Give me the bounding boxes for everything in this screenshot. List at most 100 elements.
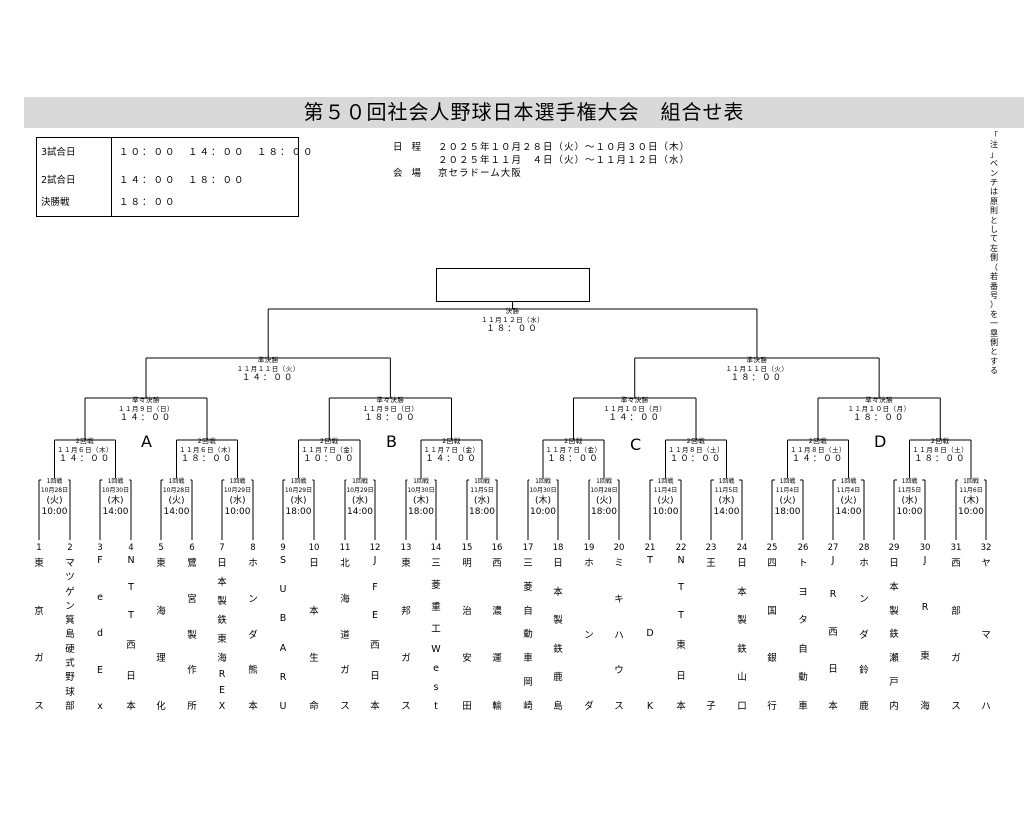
page-title: 第５０回社会人野球日本選手権大会 組合せ表	[303, 100, 745, 124]
round1-label-line: 1回戦	[535, 478, 551, 485]
team-number: 29	[888, 543, 900, 553]
dates-label: 日 程	[393, 142, 425, 153]
schedule-times: １８：００	[119, 197, 177, 208]
round2-label-line: 2回戦	[686, 437, 706, 445]
team-number: 26	[797, 543, 809, 553]
round2-label-line: １４：００	[425, 454, 478, 464]
team-name: 西濃運輸	[492, 558, 502, 712]
schedule-label: 3試合日	[41, 147, 76, 158]
final-label-line: 決勝	[505, 307, 520, 315]
schedule-label: 2試合日	[41, 175, 76, 186]
team-number: 21	[644, 543, 656, 553]
round1-label-line: 11月5日	[470, 486, 494, 494]
round1-label-line: 10:00	[896, 507, 923, 517]
team-number: 31	[950, 543, 962, 553]
event-info: 日 程 ２０２５年１０月２８日（火）～１０月３０日（木） ２０２５年１１月 ４日…	[393, 141, 690, 180]
team-number: 1	[36, 543, 42, 553]
schedule-label: 決勝戦	[41, 197, 70, 208]
team-number: 8	[250, 543, 256, 553]
venue-value: 京セラドーム大阪	[438, 168, 522, 179]
round1-label-line: (火)	[168, 496, 185, 506]
team-number: 25	[766, 543, 778, 553]
team-name: 四国銀行	[767, 558, 777, 712]
team-number: 17	[522, 543, 534, 553]
round1-label-line: 10:00	[530, 507, 556, 517]
round1-label-line: 1回戦	[46, 478, 63, 485]
round2-label-line: １０：００	[302, 454, 356, 464]
semifinal-label-line: １８：００	[730, 373, 784, 383]
team-number: 9	[280, 543, 286, 553]
round1-label-line: 18:00	[591, 507, 617, 517]
team-name: 王子	[706, 558, 716, 712]
round1-label-line: (火)	[46, 496, 63, 506]
team-number: 28	[858, 543, 870, 553]
round1-label-line: 14:00	[102, 507, 129, 517]
round1-label-line: 11月4日	[653, 486, 678, 494]
round1-label-line: 14:00	[835, 507, 862, 517]
dates-row-2: ２０２５年１１月 ４日（火）～１１月１２日（水）	[393, 154, 690, 167]
block-letter: A	[141, 432, 152, 451]
team-name: 東邦ガス	[401, 558, 411, 712]
round2-label-line: １８：００	[547, 454, 600, 464]
round1-label-line: 14:00	[347, 507, 373, 517]
round1-label-line: (木)	[412, 496, 430, 506]
team-name: ミキハウス	[614, 558, 624, 712]
team-name: 北海道ガス	[340, 558, 350, 712]
round1-label-line: 11月4日	[836, 486, 861, 494]
round1-label-line: 11月5日	[714, 486, 739, 494]
team-number: 12	[369, 543, 381, 553]
round1-label-line: 10月28日	[40, 486, 69, 494]
round1-label-line: (木)	[534, 496, 552, 506]
round2-label-line: １１月８日（土）	[912, 446, 969, 454]
quarterfinal-label-line: １８：００	[852, 413, 906, 423]
bench-note: 「注」ベンチは原則として左側（若番号）を一塁側とする	[990, 131, 998, 376]
round2-label-line: １１月８日（土）	[790, 446, 846, 454]
team-name: 鷺宮製作所	[187, 558, 197, 712]
team-number: 19	[583, 543, 595, 553]
round1-label-line: 10:00	[224, 507, 251, 517]
round1-label-line: 1回戦	[168, 478, 185, 485]
round1-label-line: 11月6日	[959, 486, 983, 494]
team-name: 明治安田	[462, 558, 472, 712]
team-name: ホンダ熊本	[248, 558, 258, 712]
block-letter: B	[386, 432, 397, 451]
quarterfinal-label-line: １１月１０日（月）	[847, 405, 911, 413]
team-number: 30	[919, 543, 931, 553]
team-number: 10	[308, 543, 320, 553]
team-number: 23	[705, 543, 717, 553]
round2-label-line: 2回戦	[808, 437, 828, 445]
quarterfinal-label-line: １８：００	[364, 413, 417, 423]
round2-label-line: 2回戦	[442, 437, 461, 445]
dates-line1: ２０２５年１０月２８日（火）～１０月３０日（木）	[438, 142, 691, 153]
quarterfinal-label-line: １１月９日（日）	[118, 405, 174, 413]
semifinal-label-line: 準決勝	[257, 356, 279, 364]
round1-label-line: 1回戦	[290, 478, 307, 485]
round1-label-line: 10月29日	[223, 486, 252, 494]
team-number: 24	[736, 543, 748, 553]
dates-line2: ２０２５年１１月 ４日（火）～１１月１２日（水）	[438, 155, 691, 166]
